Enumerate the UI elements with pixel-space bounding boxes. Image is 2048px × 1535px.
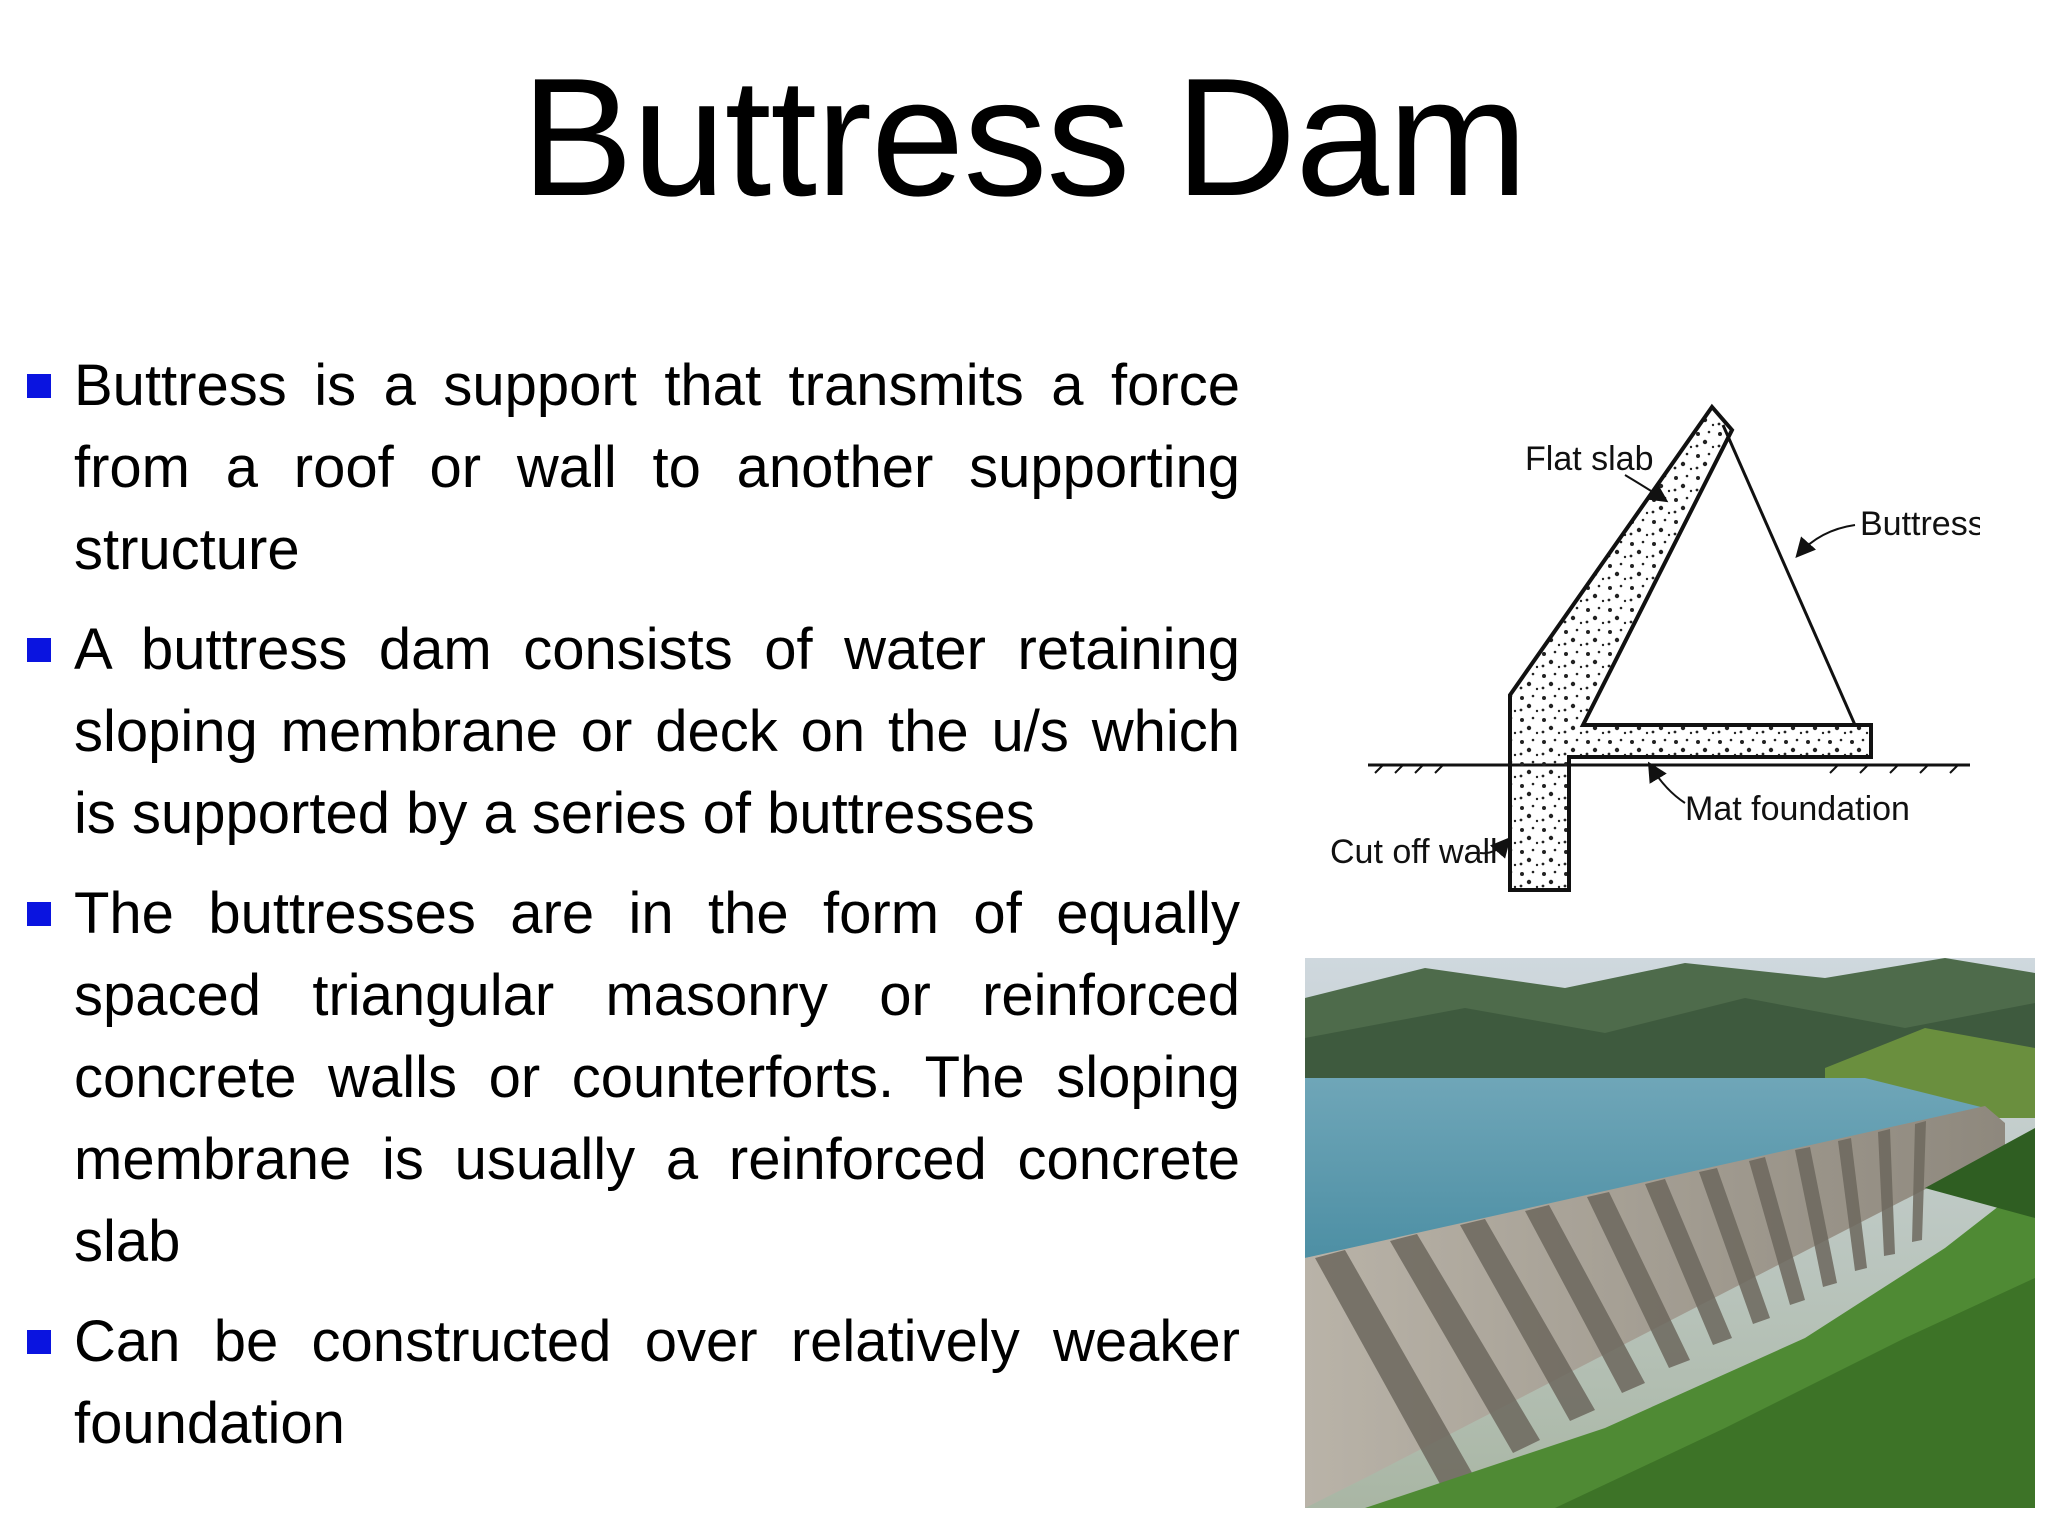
bullet-item: Buttress is a support that transmits a f…	[20, 345, 1240, 591]
bullet-item: A buttress dam consists of water retaini…	[20, 609, 1240, 855]
label-cut-off-wall: Cut off wall	[1330, 833, 1498, 871]
bullet-text: The buttresses are in the form of equall…	[74, 881, 1240, 1274]
label-flat-slab: Flat slab	[1525, 440, 1654, 478]
bullet-text: Buttress is a support that transmits a f…	[74, 353, 1240, 582]
bullet-text: A buttress dam consists of water retaini…	[74, 617, 1240, 846]
label-buttress: Buttress	[1860, 505, 1980, 543]
square-bullet-icon	[27, 374, 51, 398]
buttress-line	[1721, 424, 1857, 726]
concrete-section	[1508, 403, 1873, 892]
buttress-dam-photo	[1305, 958, 2035, 1508]
bullet-item: The buttresses are in the form of equall…	[20, 873, 1240, 1283]
bullet-item: Can be constructed over relatively weake…	[20, 1301, 1240, 1465]
slide-title: Buttress Dam	[521, 43, 1528, 231]
square-bullet-icon	[27, 1330, 51, 1354]
bullet-text: Can be constructed over relatively weake…	[74, 1309, 1240, 1456]
buttress-dam-diagram: Flat slab Buttress Mat foundation Cut of…	[1330, 403, 1980, 892]
bullet-list: Buttress is a support that transmits a f…	[20, 345, 1240, 1483]
square-bullet-icon	[27, 902, 51, 926]
square-bullet-icon	[27, 638, 51, 662]
label-mat-foundation: Mat foundation	[1685, 790, 1910, 828]
